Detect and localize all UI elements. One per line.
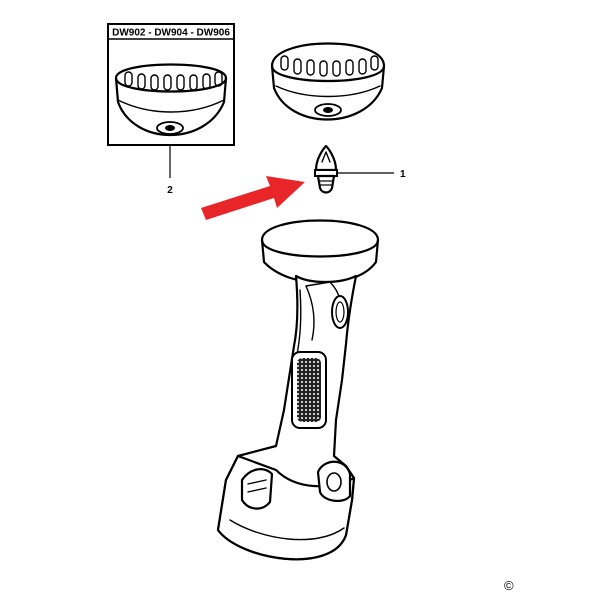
lens-cap-icon xyxy=(270,42,386,121)
flashlight-icon xyxy=(216,219,380,561)
grille-holes xyxy=(297,358,321,422)
callout-2-number: 2 xyxy=(167,185,173,196)
copyright-mark: © xyxy=(504,578,514,593)
inset-models-label: DW902 - DW904 - DW906 xyxy=(112,28,230,39)
inset-box: DW902 - DW904 - DW906 xyxy=(107,23,235,146)
callout-1: 1 xyxy=(337,169,406,180)
lens-cap-icon xyxy=(114,63,228,136)
pointer-arrow-icon xyxy=(201,176,305,220)
callout-1-number: 1 xyxy=(400,169,406,180)
callout-2: 2 xyxy=(167,145,173,196)
bulb-icon xyxy=(314,144,338,194)
